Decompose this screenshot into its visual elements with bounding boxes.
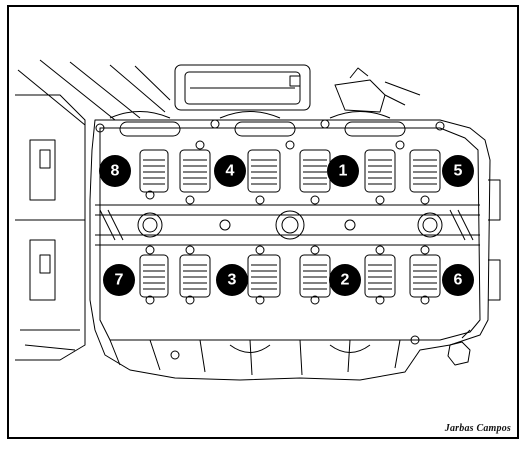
- marker-8-label: 8: [111, 163, 120, 180]
- marker-1: 1: [327, 155, 359, 187]
- marker-4: 4: [214, 155, 246, 187]
- marker-6: 6: [442, 264, 474, 296]
- marker-7: 7: [103, 264, 135, 296]
- marker-3-label: 3: [228, 272, 237, 289]
- marker-2-label: 2: [341, 272, 350, 289]
- marker-4-label: 4: [226, 163, 235, 180]
- marker-5: 5: [442, 155, 474, 187]
- marker-7-label: 7: [115, 272, 124, 289]
- marker-3: 3: [216, 264, 248, 296]
- marker-8: 8: [99, 155, 131, 187]
- marker-2: 2: [329, 264, 361, 296]
- marker-6-label: 6: [454, 272, 463, 289]
- marker-1-label: 1: [339, 163, 348, 180]
- diagram-frame: [7, 5, 519, 439]
- author-signature: Jarbas Campos: [444, 423, 511, 434]
- marker-5-label: 5: [454, 163, 463, 180]
